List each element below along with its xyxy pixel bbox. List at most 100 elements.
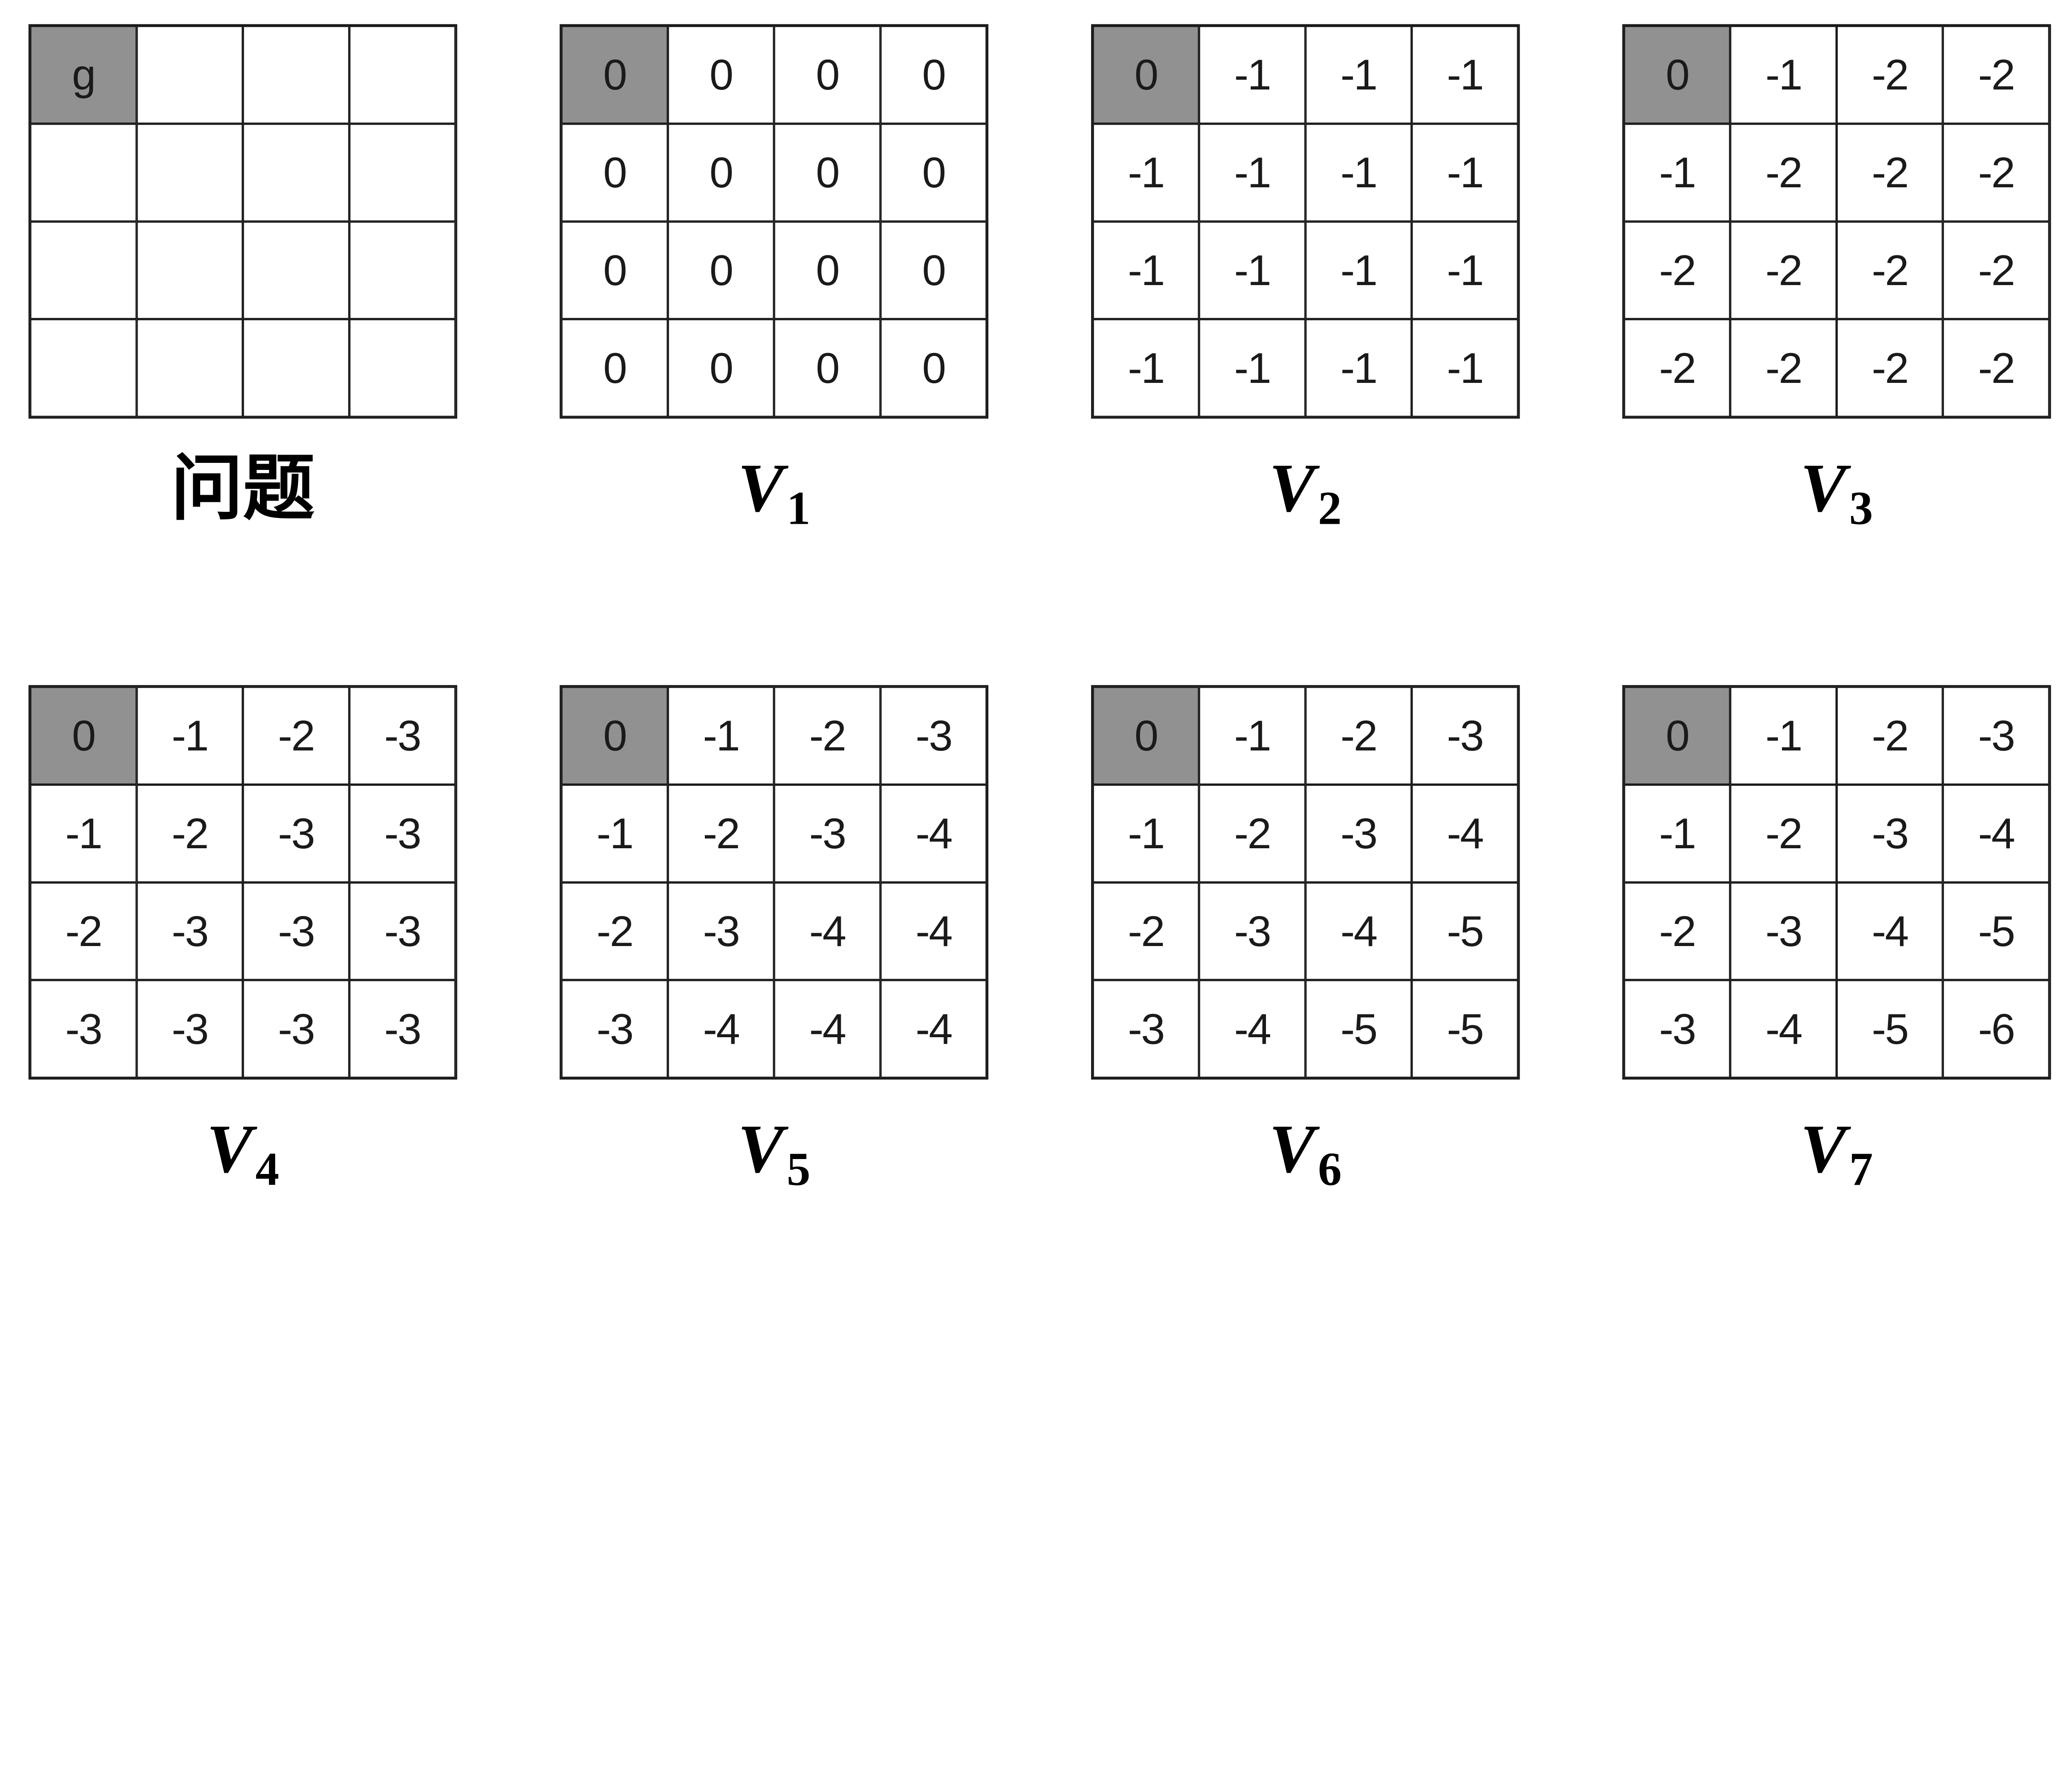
grid-cell: -3: [136, 980, 243, 1078]
grid-cell: -2: [1943, 221, 2050, 319]
grid-v5: 0-1-2-3-1-2-3-4-2-3-4-4-3-4-4-4: [559, 685, 989, 1080]
grid-cell: -4: [1730, 980, 1837, 1078]
grid-cell: -1: [1092, 221, 1199, 319]
grid-cell: -3: [1305, 784, 1412, 883]
goal-cell: 0: [1092, 687, 1199, 785]
grid-cell: -5: [1411, 882, 1518, 980]
panel-v6: 0-1-2-3-1-2-3-4-2-3-4-5-3-4-5-5 V6: [1091, 685, 1520, 1193]
grid-cell: -1: [136, 687, 243, 785]
grid-cell: 0: [774, 123, 881, 222]
grid-cell: -2: [1730, 221, 1837, 319]
grid-cell: -4: [774, 980, 881, 1078]
grid-label-v4: V4: [206, 1114, 279, 1193]
grid-cell: -1: [1305, 123, 1412, 222]
grid-cell: -5: [1943, 882, 2050, 980]
grid-cell: -2: [1943, 26, 2050, 124]
grid-cell: -4: [1305, 882, 1412, 980]
grid-cell: -4: [1411, 784, 1518, 883]
grid-v7: 0-1-2-3-1-2-3-4-2-3-4-5-3-4-5-6: [1622, 685, 2051, 1080]
grid-cell: 0: [774, 26, 881, 124]
grid-cell: -1: [1199, 123, 1306, 222]
grid-cell: -2: [1305, 687, 1412, 785]
grid-cell: -2: [774, 687, 881, 785]
grid-cell: -3: [30, 980, 137, 1078]
grid-label-text: 问题: [171, 449, 315, 529]
grid-cell: 0: [561, 123, 668, 222]
grid-cell: 0: [880, 319, 987, 417]
grid-label-v7: V7: [1800, 1114, 1873, 1193]
grid-cell: -4: [1837, 882, 1943, 980]
grid-cell: -6: [1943, 980, 2050, 1078]
grid-cell: -4: [1943, 784, 2050, 883]
grid-cell: [30, 123, 137, 222]
grid-cell: -2: [1837, 221, 1943, 319]
grid-cell: -2: [1837, 319, 1943, 417]
grid-cell: -1: [1411, 221, 1518, 319]
grid-v2: 0-1-1-1-1-1-1-1-1-1-1-1-1-1-1-1: [1091, 24, 1520, 419]
grid-v6: 0-1-2-3-1-2-3-4-2-3-4-5-3-4-5-5: [1091, 685, 1520, 1080]
grid-cell: -3: [349, 980, 456, 1078]
grid-cell: -1: [1092, 123, 1199, 222]
grid-cell: [30, 221, 137, 319]
grid-cell: 0: [668, 319, 775, 417]
grid-cell: -2: [1837, 26, 1943, 124]
grid-cell: -5: [1411, 980, 1518, 1078]
grid-cell: -1: [1411, 319, 1518, 417]
grid-cell: 0: [561, 319, 668, 417]
grid-cell: -5: [1305, 980, 1412, 1078]
grid-cell: -1: [1199, 687, 1306, 785]
panel-v7: 0-1-2-3-1-2-3-4-2-3-4-5-3-4-5-6 V7: [1622, 685, 2051, 1193]
grid-cell: -1: [30, 784, 137, 883]
grid-cell: -1: [561, 784, 668, 883]
panel-v3: 0-1-2-2-1-2-2-2-2-2-2-2-2-2-2-2 V3: [1622, 24, 2051, 532]
grid-label-text: V: [1269, 449, 1315, 526]
grid-cell: -1: [668, 687, 775, 785]
grid-cell: -3: [880, 687, 987, 785]
grid-cell: [30, 319, 137, 417]
panel-v4: 0-1-2-3-1-2-3-3-2-3-3-3-3-3-3-3 V4: [28, 685, 457, 1193]
grid-cell: -3: [1624, 980, 1731, 1078]
grid-cell: -4: [880, 882, 987, 980]
grid-cell: -2: [1837, 687, 1943, 785]
grid-cell: -1: [1411, 123, 1518, 222]
grid-cell: -1: [1730, 687, 1837, 785]
grid-cell: [349, 26, 456, 124]
grid-cell: -2: [1092, 882, 1199, 980]
grid-label-v2: V2: [1269, 449, 1341, 532]
grid-label-v1: V1: [738, 449, 810, 532]
grid-cell: [243, 221, 349, 319]
grid-cell: -3: [1837, 784, 1943, 883]
grid-cell: -3: [1092, 980, 1199, 1078]
grid-cell: -1: [1411, 26, 1518, 124]
goal-cell: 0: [1624, 687, 1731, 785]
grid-cell: -3: [1199, 882, 1306, 980]
grid-cell: -5: [1837, 980, 1943, 1078]
grid-cell: [136, 26, 243, 124]
grid-cell: [136, 319, 243, 417]
grid-cell: [136, 123, 243, 222]
grid-label-text: V: [738, 449, 784, 526]
grid-cell: -1: [1092, 784, 1199, 883]
grid-cell: -4: [1199, 980, 1306, 1078]
grid-cell: -2: [1943, 123, 2050, 222]
grid-cell: -3: [1411, 687, 1518, 785]
grid-cell: -2: [1837, 123, 1943, 222]
grid-cell: -3: [243, 784, 349, 883]
grid-cell: [349, 319, 456, 417]
grid-cell: -3: [561, 980, 668, 1078]
goal-cell: g: [30, 26, 137, 124]
grid-cell: -2: [1943, 319, 2050, 417]
grid-cell: [243, 26, 349, 124]
grid-cell: -3: [774, 784, 881, 883]
grid-cell: -3: [1943, 687, 2050, 785]
grid-label-v5: V5: [738, 1114, 810, 1193]
panel-v5: 0-1-2-3-1-2-3-4-2-3-4-4-3-4-4-4 V5: [559, 685, 989, 1193]
grid-cell: -4: [880, 980, 987, 1078]
goal-cell: 0: [1092, 26, 1199, 124]
grid-label-sub: 4: [255, 1142, 279, 1196]
grid-cell: -1: [1199, 221, 1306, 319]
grid-cell: -1: [1305, 221, 1412, 319]
grid-cell: -3: [1730, 882, 1837, 980]
grid-label-sub: 1: [787, 482, 811, 535]
